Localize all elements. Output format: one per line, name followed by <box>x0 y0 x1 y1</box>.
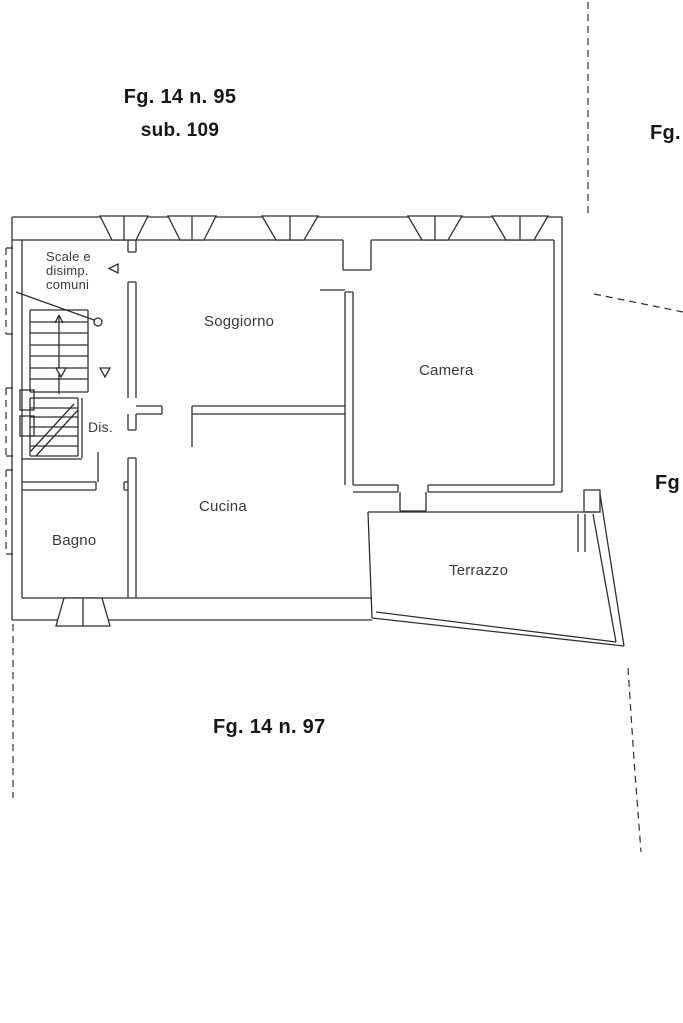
room-label-kitchen: Cucina <box>199 498 247 515</box>
wall-bath-top <box>22 481 128 491</box>
chimney-recess <box>342 240 372 271</box>
wall-stairwell-right <box>127 240 137 398</box>
room-label-living: Soggiorno <box>204 313 275 330</box>
boundary-line-bottom-right <box>627 667 642 853</box>
stair-handrail-line <box>15 291 95 321</box>
room-label-bedroom: Camera <box>419 362 474 379</box>
terrace-bottom-parapet <box>371 611 625 647</box>
wall-kitchen-left <box>127 414 137 598</box>
window-symbols <box>55 215 550 627</box>
wall-hall-stairs <box>22 398 83 460</box>
terrace-pillar <box>583 489 601 513</box>
parcel-label-right-lower: Fg <box>655 472 681 494</box>
wall-bedroom-left <box>320 289 354 485</box>
parcel-label-bottom: Fg. 14 n. 97 <box>213 716 326 738</box>
parcel-label-top-line1: Fg. 14 n. 95 <box>123 86 237 108</box>
terrace-stub-wall <box>577 514 586 552</box>
level-marker-icon <box>98 367 112 379</box>
wall-right <box>553 217 563 492</box>
parcel-label-right-upper: Fg. <box>650 122 681 144</box>
terrace-door <box>399 492 427 512</box>
parcel-label-top-line2: sub. 109 <box>140 120 220 141</box>
stair-direction-arrow <box>54 314 64 394</box>
wall-living-kitchen <box>136 405 345 415</box>
interior-walls <box>22 240 586 598</box>
room-label-bathroom: Bagno <box>52 532 97 549</box>
room-label-terrace: Terrazzo <box>449 562 509 579</box>
terrace-right-parapet <box>592 493 625 647</box>
room-label-stairwell-line2: disimp. <box>46 263 89 278</box>
boundary-line-right-diagonal <box>593 293 683 313</box>
entry-arrow-icon <box>107 262 119 275</box>
stair-newel-post <box>93 317 103 327</box>
terrace-parapet <box>367 493 625 647</box>
room-label-stairwell-line3: comuni <box>46 277 90 292</box>
radiator-symbol <box>19 389 35 411</box>
staircase <box>15 262 119 457</box>
stair-break-line <box>29 403 79 457</box>
level-marker-icon <box>54 367 68 379</box>
radiator-symbol <box>19 415 35 437</box>
terrace-left-edge <box>367 511 373 619</box>
wall-left <box>11 217 23 620</box>
boundary-dashed-lines <box>5 2 683 853</box>
boundary-neighbor-left <box>5 247 13 555</box>
wall-camera-south <box>353 484 562 493</box>
room-label-stairwell: Scale e disimp. comuni <box>46 250 91 292</box>
room-label-stairwell-line1: Scale e <box>46 249 91 264</box>
room-label-hallway: Dis. <box>88 419 113 435</box>
window-mullions <box>82 216 521 626</box>
